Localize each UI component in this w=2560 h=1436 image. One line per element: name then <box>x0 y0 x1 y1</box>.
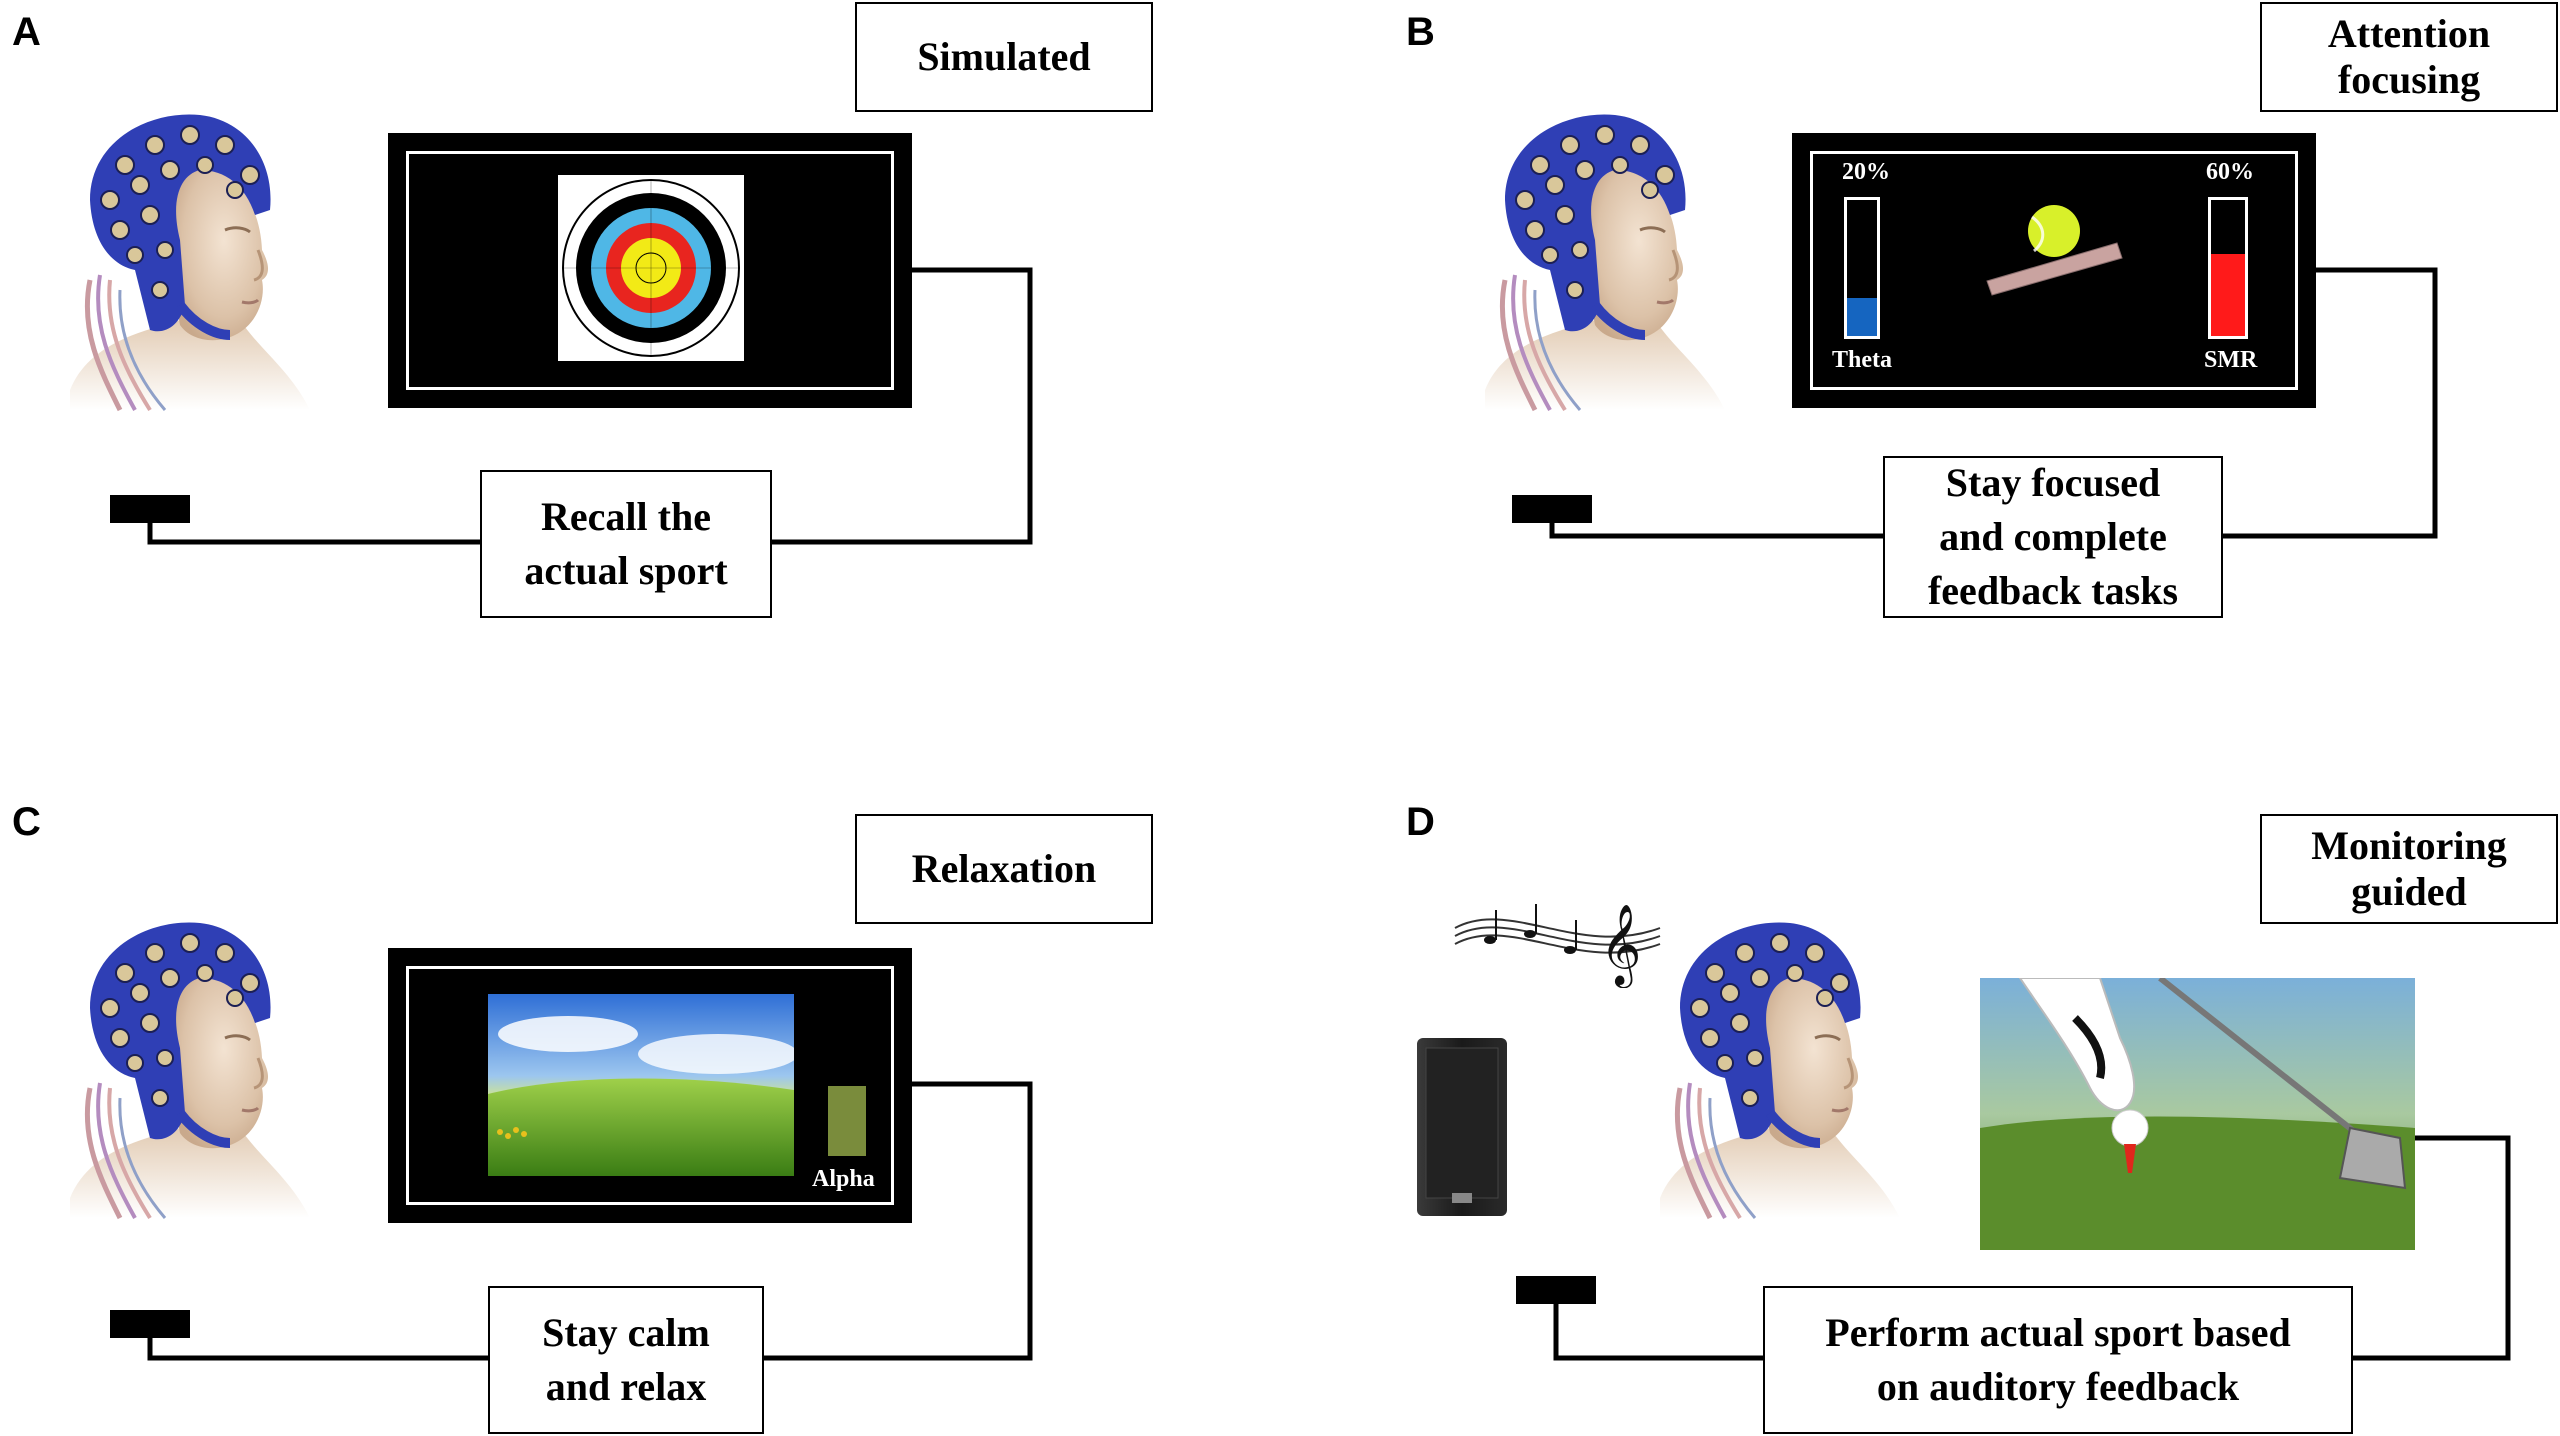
task-d-line2: on auditory feedback <box>1876 1364 2240 1409</box>
eeg-amplifier-c <box>110 1310 190 1338</box>
theta-percent: 20% <box>1842 159 1890 185</box>
theta-bar <box>1844 197 1880 339</box>
theta-label: Theta <box>1832 347 1892 373</box>
task-box-a: Recall the actual sport <box>480 470 772 618</box>
connection-wire-d <box>1553 1135 2511 1361</box>
task-a-line2: actual sport <box>524 548 728 593</box>
mode-d-line1: Monitoring <box>2311 823 2507 868</box>
smr-bar <box>2208 197 2248 339</box>
task-a-line1: Recall the <box>541 494 711 539</box>
connection-wire-c <box>147 1081 1033 1361</box>
task-c-line1: Stay calm <box>542 1310 710 1355</box>
panel-letter-a: A <box>12 10 41 54</box>
task-b-line3: feedback tasks <box>1927 568 2179 613</box>
mode-box-monitoring: Monitoring guided <box>2260 814 2558 924</box>
speaker-icon <box>1417 1038 1507 1216</box>
smr-label: SMR <box>2204 347 2258 373</box>
panel-b: B Attention focusing 20% Theta 60% SMR S… <box>1280 0 2560 718</box>
task-box-b: Stay focused and complete feedback tasks <box>1883 456 2223 618</box>
eeg-amplifier-b <box>1512 495 1592 523</box>
theta-bar-fill <box>1847 297 1877 336</box>
balance-ball-icon <box>1986 205 2123 296</box>
panel-letter-b: B <box>1406 10 1435 54</box>
archery-target-icon <box>558 175 744 361</box>
task-b-line1: Stay focused <box>1945 460 2161 505</box>
golf-photo-icon <box>1980 978 2415 1250</box>
eeg-amplifier-d <box>1516 1276 1596 1304</box>
connection-wire-b <box>1549 267 2438 539</box>
smr-percent: 60% <box>2206 159 2254 185</box>
feedback-screen-c: Alpha <box>388 948 912 1223</box>
landscape-image-icon <box>488 994 794 1176</box>
alpha-label: Alpha <box>812 1166 875 1192</box>
mode-box-simulated: Simulated <box>855 2 1153 112</box>
mode-box-relaxation: Relaxation <box>855 814 1153 924</box>
panel-c: C Relaxation Alpha Stay calm and relax <box>0 718 1280 1436</box>
eeg-amplifier-a <box>110 495 190 523</box>
panel-letter-d: D <box>1406 800 1435 844</box>
mode-b-line2: focusing <box>2337 57 2481 102</box>
panel-a: A Simulated Recall the actual sport <box>0 0 1280 718</box>
task-d-line1: Perform actual sport based <box>1825 1310 2291 1355</box>
feedback-screen-a <box>388 133 912 408</box>
svg-text:𝄞: 𝄞 <box>1600 903 1641 988</box>
mode-box-attention: Attention focusing <box>2260 2 2558 112</box>
task-b-line2: and complete <box>1939 514 2167 559</box>
feedback-screen-b: 20% Theta 60% SMR <box>1792 133 2316 408</box>
panel-d: D Monitoring guided 𝄞 Perform actual spo… <box>1280 718 2560 1436</box>
connection-wire-a <box>147 267 1033 545</box>
mode-b-line1: Attention <box>2327 11 2491 56</box>
task-box-c: Stay calm and relax <box>488 1286 764 1434</box>
task-c-line2: and relax <box>545 1364 707 1409</box>
smr-bar-fill <box>2211 254 2245 336</box>
task-box-d: Perform actual sport based on auditory f… <box>1763 1286 2353 1434</box>
panel-letter-c: C <box>12 800 41 844</box>
music-notes-icon: 𝄞 <box>1454 903 1661 988</box>
alpha-bar <box>828 1086 866 1156</box>
mode-d-line2: guided <box>2351 869 2467 914</box>
